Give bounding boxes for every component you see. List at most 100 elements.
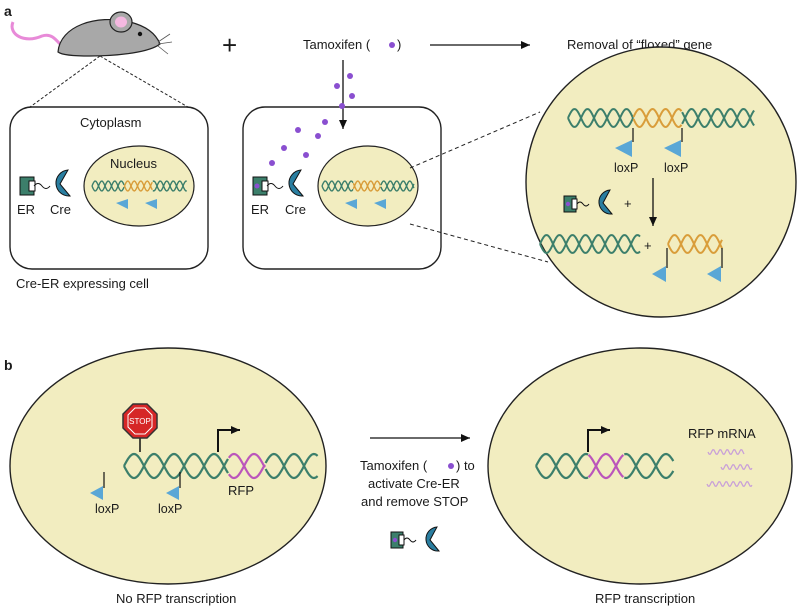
tamoxifen-label: Tamoxifen (	[303, 37, 371, 52]
loxp-label: loxP	[158, 502, 182, 516]
panel-a-label: a	[4, 3, 12, 19]
loxp-site-icon	[116, 199, 128, 209]
loxp-site-icon	[145, 199, 157, 209]
rfp-mrna	[706, 448, 753, 488]
dna-small	[91, 180, 187, 192]
caption-after: RFP transcription	[595, 591, 695, 606]
excised-fragment	[667, 234, 723, 254]
nucleus-before	[9, 347, 327, 585]
dna-rfp-active	[535, 452, 675, 480]
mouse-icon	[10, 11, 173, 57]
cre-label: Cre	[285, 202, 306, 217]
dna-strand	[264, 452, 319, 480]
remove-stop-label: and remove STOP	[361, 494, 468, 509]
loxp-label: loxP	[664, 161, 688, 175]
activate-label: activate Cre-ER	[368, 476, 460, 491]
dna-strand	[380, 180, 415, 192]
cytoplasm-label: Cytoplasm	[80, 115, 141, 130]
dna-strand	[91, 180, 125, 192]
stop-sign-icon: STOP	[122, 403, 158, 439]
tamoxifen-label: Tamoxifen (	[360, 458, 428, 473]
plus-sign: +	[222, 30, 237, 60]
dna-strand	[623, 452, 675, 480]
dna-strand	[264, 452, 319, 480]
dna-strand	[123, 452, 229, 480]
loxp-site-icon	[345, 199, 357, 209]
dna-with-stop	[123, 452, 319, 480]
dna-strand	[667, 234, 723, 254]
svg-text:): )	[397, 37, 401, 52]
mrna-strand	[706, 480, 753, 488]
dna-strand	[539, 234, 641, 254]
floxed-dna	[567, 107, 755, 129]
dna-strand	[380, 180, 415, 192]
cre-enzyme-icon	[55, 169, 72, 197]
dna-strand	[681, 107, 755, 129]
dna-strand	[535, 452, 589, 480]
mrna-strand	[707, 448, 745, 456]
cre-enzyme-icon	[598, 189, 613, 215]
loxp-site-icon	[90, 486, 103, 500]
dna-strand	[667, 234, 723, 254]
dna-small	[321, 180, 415, 192]
dna-strand	[227, 452, 266, 480]
svg-text:) to: ) to	[456, 458, 475, 473]
dna-strand	[123, 452, 229, 480]
plus-sign: +	[644, 238, 652, 253]
loxp-site-icon	[652, 266, 666, 282]
cre-enzyme-icon	[288, 169, 305, 197]
dna-strand	[123, 180, 153, 192]
rfp-label: RFP	[228, 483, 254, 498]
loxp-site-icon	[374, 199, 386, 209]
loxp-site-icon	[166, 486, 179, 500]
nucleus-after	[487, 347, 793, 585]
promoter-arrow-icon	[217, 426, 240, 452]
dna-strand	[587, 452, 625, 478]
svg-text:STOP: STOP	[129, 417, 151, 426]
tamoxifen-dot-icon	[389, 42, 395, 48]
dna-strand	[123, 180, 153, 192]
loxp-label: loxP	[95, 502, 119, 516]
er-receptor-icon	[19, 176, 36, 196]
loxp-site-icon	[707, 266, 721, 282]
caption-before: No RFP transcription	[116, 591, 236, 606]
dna-strand	[91, 180, 125, 192]
dna-strand	[567, 108, 634, 128]
dna-strand	[567, 108, 634, 128]
dna-strand	[321, 180, 354, 192]
rfp-mrna-label: RFP mRNA	[688, 426, 756, 441]
nucleus	[83, 145, 195, 227]
cell-caption: Cre-ER expressing cell	[16, 276, 149, 291]
plus-sign: +	[624, 196, 632, 211]
er-receptor-icon	[390, 531, 405, 549]
er-receptor-icon	[252, 176, 269, 196]
loxp-site-icon	[664, 140, 681, 157]
dna-strand	[152, 180, 187, 192]
zoomed-nucleus	[525, 46, 797, 318]
dna-strand	[632, 107, 683, 129]
nucleus-label: Nucleus	[110, 156, 157, 171]
dna-strand	[539, 234, 641, 254]
loxp-site-icon	[615, 140, 632, 157]
er-label: ER	[17, 202, 35, 217]
tamoxifen-particles	[269, 73, 355, 166]
dna-strand	[632, 107, 683, 129]
dna-strand	[535, 452, 589, 480]
remaining-dna	[539, 234, 641, 254]
tamoxifen-dot-icon	[448, 463, 454, 469]
dna-strand	[623, 452, 675, 480]
er-receptor-icon	[563, 195, 578, 213]
loxp-label: loxP	[614, 161, 638, 175]
cre-enzyme-icon	[425, 526, 440, 552]
dna-strand	[587, 454, 625, 480]
promoter-arrow-icon	[587, 426, 610, 452]
panel-b-label: b	[4, 357, 13, 373]
dna-strand	[681, 107, 755, 129]
cre-label: Cre	[50, 202, 71, 217]
dna-strand	[227, 452, 266, 480]
mrna-strand	[720, 463, 753, 471]
dna-strand	[352, 180, 381, 192]
er-label: ER	[251, 202, 269, 217]
dna-strand	[352, 180, 381, 192]
